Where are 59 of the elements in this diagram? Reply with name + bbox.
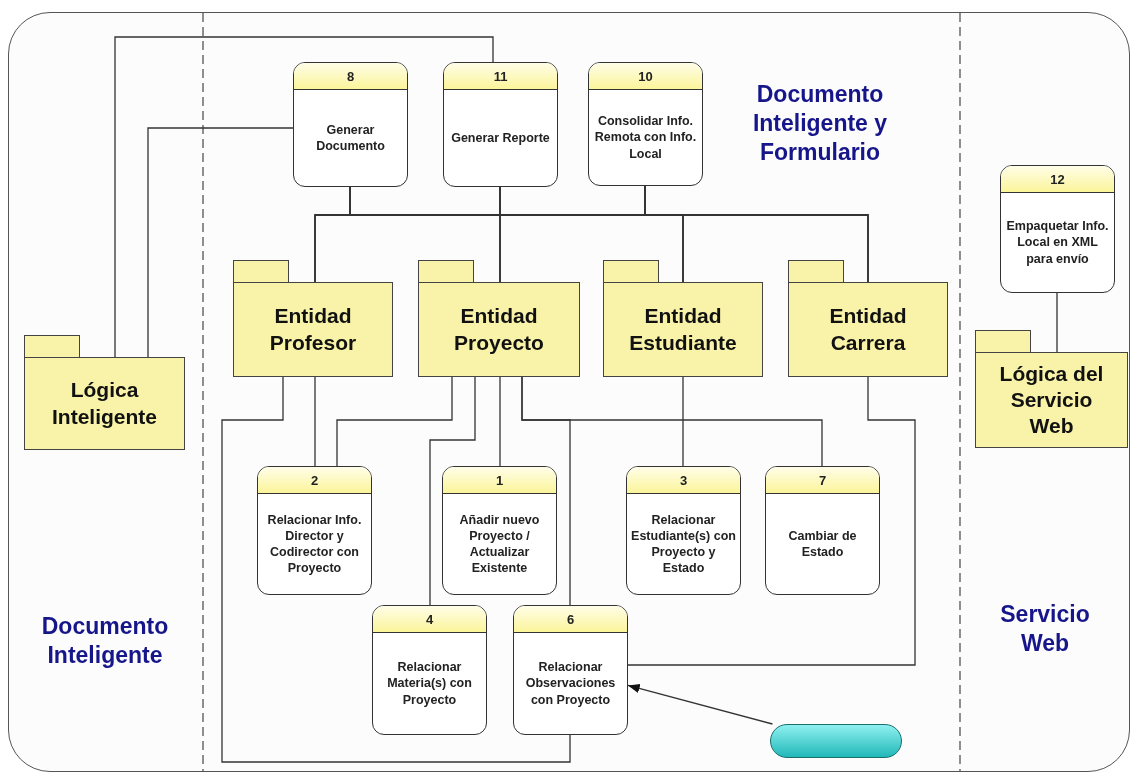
package-box (418, 260, 580, 377)
zone-label: Documento Inteligente y Formulario (751, 80, 889, 167)
step-text: Generar Documento (315, 121, 386, 155)
package-box (788, 260, 948, 377)
process-box (442, 466, 557, 595)
package-box (603, 260, 763, 377)
process-box (626, 466, 741, 595)
process-box (513, 605, 628, 735)
step-number: 2 (310, 472, 319, 488)
step-number: 6 (566, 611, 575, 627)
zone-label: Documento Inteligente (40, 612, 170, 670)
step-text: Relacionar Info. Director y Codirector con Proyecto (266, 511, 363, 577)
step-number: 1 (495, 472, 504, 488)
package-name: Lógica Inteligente (51, 377, 158, 430)
package-box (975, 330, 1128, 448)
step-number: 4 (425, 611, 434, 627)
step-number: 10 (638, 68, 653, 84)
package-name: Entidad Estudiante (628, 303, 738, 356)
step-number: 7 (818, 472, 827, 488)
arrow (627, 683, 774, 725)
process-box (257, 466, 372, 595)
step-number: 3 (679, 472, 688, 488)
step-text: Añadir nuevo Proyecto / Actualizar Existente (458, 511, 541, 577)
step-text: Empaquetar Info. Local en XML para envío (1005, 218, 1110, 267)
connector-line (627, 376, 916, 666)
step-text: Cambiar de Estado (787, 527, 858, 561)
process-box (293, 62, 408, 187)
connector-line (644, 185, 869, 283)
step-text: Consolidar Info. Remota con Info. Local (593, 113, 698, 162)
step-number: 11 (493, 68, 508, 84)
package-name: Entidad Proyecto (453, 303, 545, 356)
connector-line (499, 376, 501, 467)
connector-line (221, 376, 571, 763)
package-name: Lógica del Servicio Web (998, 360, 1105, 440)
step-text: Generar Reporte (451, 129, 550, 147)
step-text: Relacionar Materia(s) con Proyecto (386, 659, 473, 708)
connector-line (314, 376, 316, 467)
process-box (588, 62, 703, 186)
step-text: Relacionar Estudiante(s) con Proyecto y Estado (631, 511, 736, 577)
package-name: Entidad Profesor (268, 303, 358, 356)
step-number: 12 (1050, 171, 1065, 187)
connector-line (429, 376, 476, 606)
connector-line (521, 376, 823, 467)
process-box (372, 605, 487, 735)
connector-line (1056, 292, 1058, 353)
process-box (443, 62, 558, 187)
connector-line (682, 376, 684, 467)
package-box (24, 335, 185, 450)
step-text: Relacionar Observaciones con Proyecto (524, 659, 617, 708)
pill-shape (770, 724, 902, 758)
package-name: Entidad Carrera (828, 303, 908, 356)
connector-line (147, 127, 294, 358)
connector-line (336, 376, 453, 467)
process-box (765, 466, 880, 595)
step-number: 8 (346, 68, 355, 84)
zone-label: Servicio Web (999, 600, 1091, 658)
package-box (233, 260, 393, 377)
connector-line (114, 36, 494, 358)
process-box (1000, 165, 1115, 293)
